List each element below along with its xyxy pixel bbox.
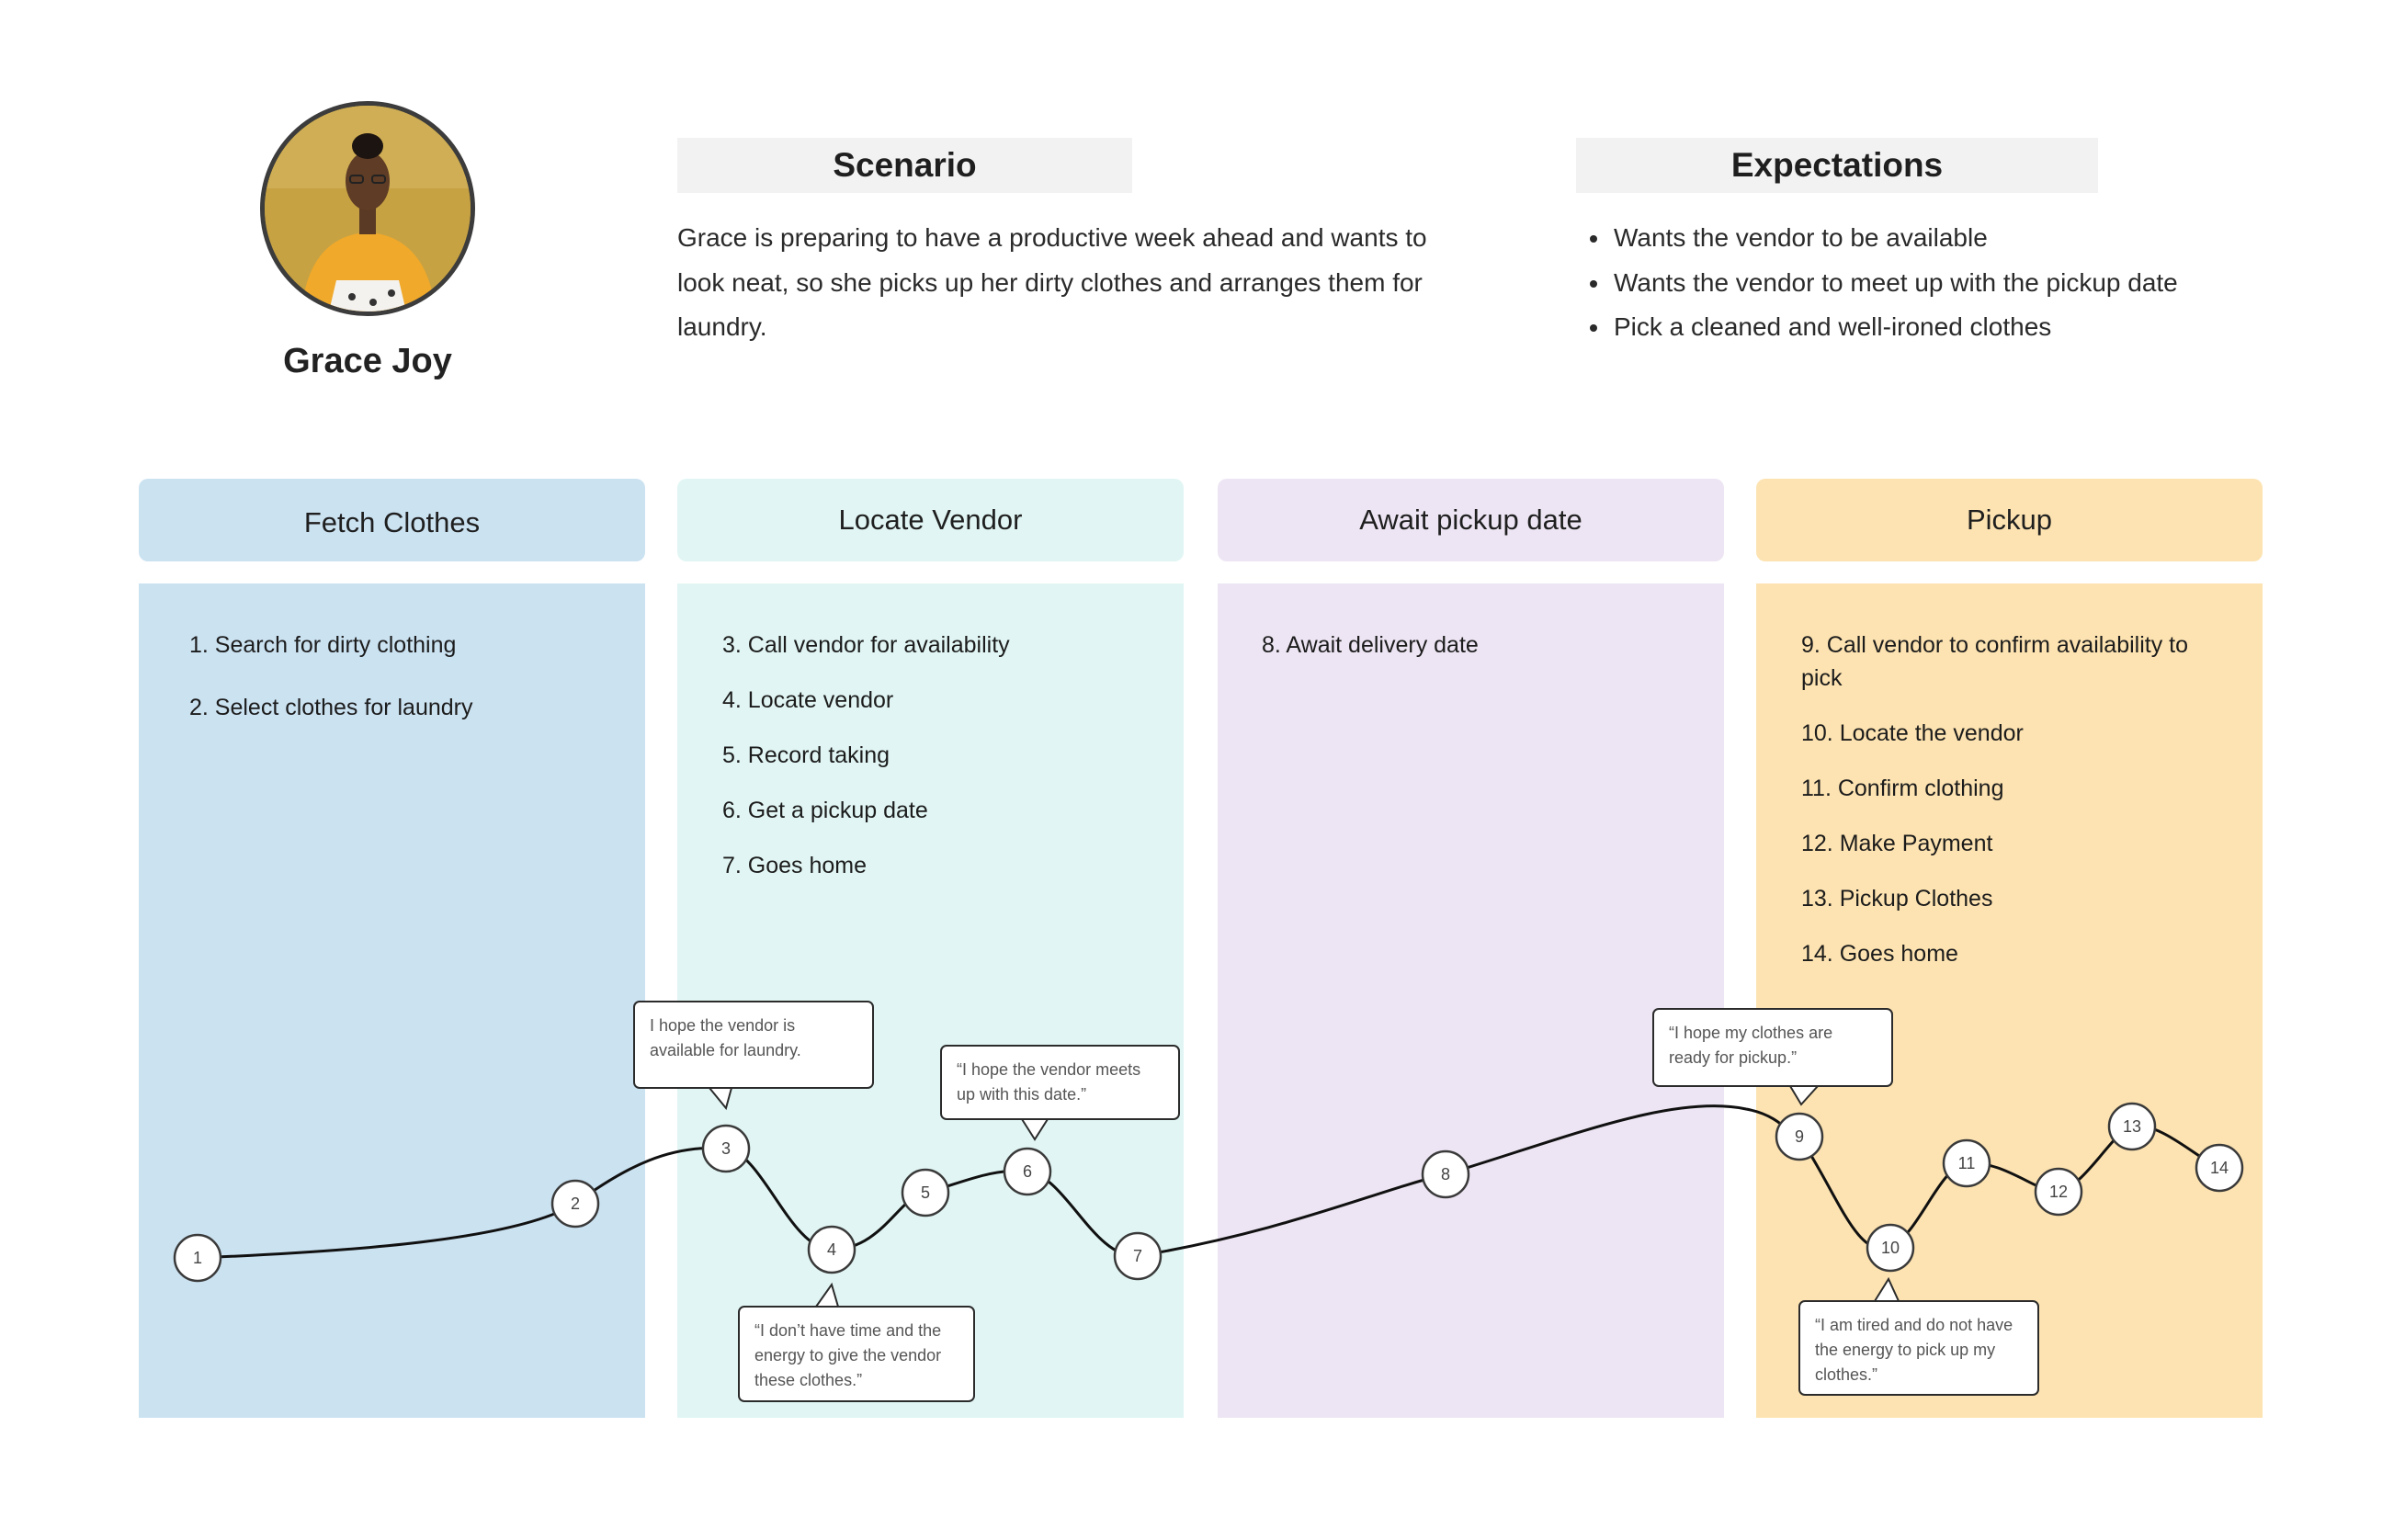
step-item: 5. Record taking [722, 742, 890, 768]
step-item: 1. Search for dirty clothing [189, 632, 457, 658]
expectations-list: Wants the vendor to be available Wants t… [1562, 216, 2353, 350]
stage-header: Pickup [1756, 479, 2263, 561]
stage-body-await-pickup-date: 8. Await delivery date [1218, 583, 1724, 1418]
journey-node-8: 8 [1421, 1149, 1470, 1199]
node-circle [1942, 1138, 1991, 1188]
stage-steps: 9. Call vendor to confirm availability t… [1756, 583, 2263, 970]
node-circle [901, 1168, 950, 1217]
journey-node-3: 3 [701, 1124, 751, 1173]
node-circle [173, 1233, 222, 1283]
step-item: 4. Locate vendor [722, 687, 894, 713]
node-label: 6 [1023, 1162, 1032, 1181]
node-circle [1003, 1147, 1052, 1196]
step-item: 2. Select clothes for laundry [189, 695, 473, 720]
journey-node-13: 13 [2107, 1102, 2157, 1151]
step-item: 8. Await delivery date [1262, 632, 1479, 658]
node-circle [2107, 1102, 2157, 1151]
stage-body-pickup: 9. Call vendor to confirm availability t… [1756, 583, 2263, 1418]
stage-header: Fetch Clothes [139, 479, 645, 561]
quote-bubble: “I hope my clothes are ready for pickup.… [1652, 1008, 1893, 1087]
node-label: 11 [1958, 1154, 1976, 1172]
scenario-heading: Scenario [677, 138, 1132, 193]
persona-avatar [260, 101, 475, 316]
step-item: 12. Make Payment [1801, 831, 1993, 856]
journey-node-2: 2 [550, 1179, 600, 1229]
quote-text: I hope the vendor is available for laund… [650, 1016, 801, 1059]
node-circle [701, 1124, 751, 1173]
quote-text: “I hope the vendor meets up with this da… [957, 1060, 1141, 1104]
node-label: 9 [1795, 1127, 1804, 1146]
step-item: 13. Pickup Clothes [1801, 886, 1993, 912]
stage-pickup: Pickup [1756, 479, 2263, 561]
journey-node-11: 11 [1942, 1138, 1991, 1188]
journey-node-1: 1 [173, 1233, 222, 1283]
portrait-photo [265, 106, 471, 311]
journey-node-5: 5 [901, 1168, 950, 1217]
node-label: 12 [2049, 1183, 2068, 1201]
node-label: 13 [2123, 1117, 2141, 1136]
stage-await-pickup-date: Await pickup date [1218, 479, 1724, 561]
step-item: 11. Confirm clothing [1801, 776, 2004, 801]
journey-node-9: 9 [1775, 1112, 1824, 1161]
journey-node-12: 12 [2034, 1167, 2083, 1217]
expectation-item: Pick a cleaned and well-ironed clothes [1562, 305, 2353, 350]
step-item: 10. Locate the vendor [1801, 720, 2024, 746]
journey-node-14: 14 [2195, 1143, 2244, 1193]
stage-header: Locate Vendor [677, 479, 1184, 561]
step-item: 6. Get a pickup date [722, 798, 928, 823]
scenario-description: Grace is preparing to have a productive … [677, 223, 1427, 341]
node-label: 10 [1881, 1239, 1900, 1257]
journey-node-10: 10 [1866, 1223, 1915, 1273]
node-label: 3 [721, 1139, 731, 1158]
quote-text: “I hope my clothes are ready for pickup.… [1669, 1024, 1833, 1067]
journey-node-4: 4 [807, 1225, 856, 1274]
quote-text: “I am tired and do not have the energy t… [1815, 1316, 2013, 1384]
node-circle [550, 1179, 600, 1229]
stage-fetch-clothes: Fetch Clothes [139, 479, 645, 561]
stage-steps: 1. Search for dirty clothing 2. Select c… [139, 583, 645, 724]
stage-steps: 3. Call vendor for availability 4. Locat… [677, 583, 1184, 882]
node-circle [2195, 1143, 2244, 1193]
node-label: 7 [1133, 1247, 1142, 1265]
node-circle [1113, 1231, 1163, 1281]
persona-name: Grace Joy [283, 342, 452, 380]
journey-line [197, 1104, 2220, 1260]
journey-node-6: 6 [1003, 1147, 1052, 1196]
node-label: 5 [921, 1183, 930, 1202]
node-circle [1421, 1149, 1470, 1199]
stage-locate-vendor: Locate Vendor [677, 479, 1184, 561]
node-circle [1866, 1223, 1915, 1273]
node-label: 8 [1441, 1165, 1450, 1183]
step-item: 14. Goes home [1801, 941, 1958, 967]
node-circle [1775, 1112, 1824, 1161]
node-label: 4 [827, 1240, 836, 1259]
node-label: 2 [571, 1195, 580, 1213]
step-item: 3. Call vendor for availability [722, 632, 1010, 658]
node-circle [807, 1225, 856, 1274]
quote-bubble: “I don’t have time and the energy to giv… [738, 1306, 975, 1402]
journey-node-7: 7 [1113, 1231, 1163, 1281]
expectations-heading: Expectations [1576, 138, 2098, 193]
quote-bubble: “I am tired and do not have the energy t… [1798, 1300, 2039, 1396]
stage-steps: 8. Await delivery date [1218, 583, 1724, 662]
node-label: 14 [2210, 1159, 2229, 1177]
step-item: 7. Goes home [722, 853, 868, 878]
quote-bubble: I hope the vendor is available for laund… [633, 1001, 874, 1089]
node-label: 1 [193, 1249, 202, 1267]
quote-bubble: “I hope the vendor meets up with this da… [940, 1045, 1180, 1120]
node-circle [2034, 1167, 2083, 1217]
stage-body-fetch-clothes: 1. Search for dirty clothing 2. Select c… [139, 583, 645, 1418]
stage-header: Await pickup date [1218, 479, 1724, 561]
step-item: 9. Call vendor to confirm availability t… [1801, 632, 2189, 691]
expectation-item: Wants the vendor to be available [1562, 216, 2353, 261]
quote-text: “I don’t have time and the energy to giv… [754, 1321, 942, 1389]
expectation-item: Wants the vendor to meet up with the pic… [1562, 261, 2353, 306]
